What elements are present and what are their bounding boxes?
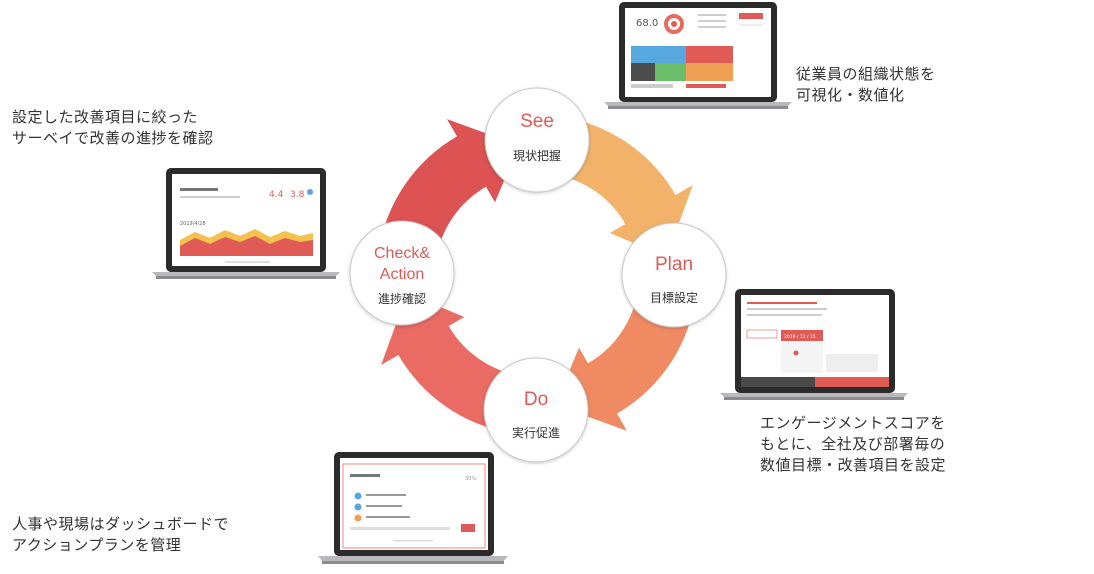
check-date: 2019/4/28 xyxy=(180,221,206,227)
caption-do: 人事や現場はダッシュボードで アクションプランを管理 xyxy=(12,515,230,554)
plan-title: Plan xyxy=(655,254,693,275)
node-plan: Plan 目標設定 xyxy=(621,222,727,328)
arrow-see-to-plan xyxy=(554,117,693,257)
check-value-2: 3.8 xyxy=(290,190,305,200)
node-see: See 現状把握 xyxy=(484,87,590,193)
check-value-1: 4.4 xyxy=(269,190,284,200)
do-subtitle: 実行促進 xyxy=(512,425,560,440)
caption-check: 設定した改善項目に絞った サーベイで改善の進捗を確認 xyxy=(12,108,214,147)
arrow-do-to-check xyxy=(381,293,520,433)
progress-area-red xyxy=(180,236,313,256)
plan-subtitle: 目標設定 xyxy=(650,290,698,305)
do-percent: 30% xyxy=(465,476,476,482)
laptop-see: 68.0 xyxy=(604,2,792,109)
check-title-line1: Check& xyxy=(374,245,430,262)
check-subtitle: 進捗確認 xyxy=(378,291,426,306)
check-title-line2: Action xyxy=(380,266,424,283)
see-title: See xyxy=(520,111,554,132)
caption-plan: エンゲージメントスコアを もとに、全社及び部署毎の 数値目標・改善項目を設定 xyxy=(760,414,947,474)
laptop-plan: 2019 / 11 / 15 xyxy=(720,289,908,400)
plan-date: 2019 / 11 / 15 xyxy=(784,334,816,340)
see-score: 68.0 xyxy=(636,18,658,29)
node-check-action: Check& Action 進捗確認 xyxy=(349,220,455,326)
laptop-check: 4.4 3.8 2019/4/28 xyxy=(152,168,340,279)
score-gauge xyxy=(664,14,684,34)
node-do: Do 実行促進 xyxy=(483,357,589,463)
arrow-plan-to-do xyxy=(555,292,695,431)
caption-see: 従業員の組織状態を 可視化・数値化 xyxy=(796,65,936,104)
see-subtitle: 現状把握 xyxy=(513,148,561,163)
do-title: Do xyxy=(524,389,548,410)
laptop-do: 30% xyxy=(318,452,508,564)
